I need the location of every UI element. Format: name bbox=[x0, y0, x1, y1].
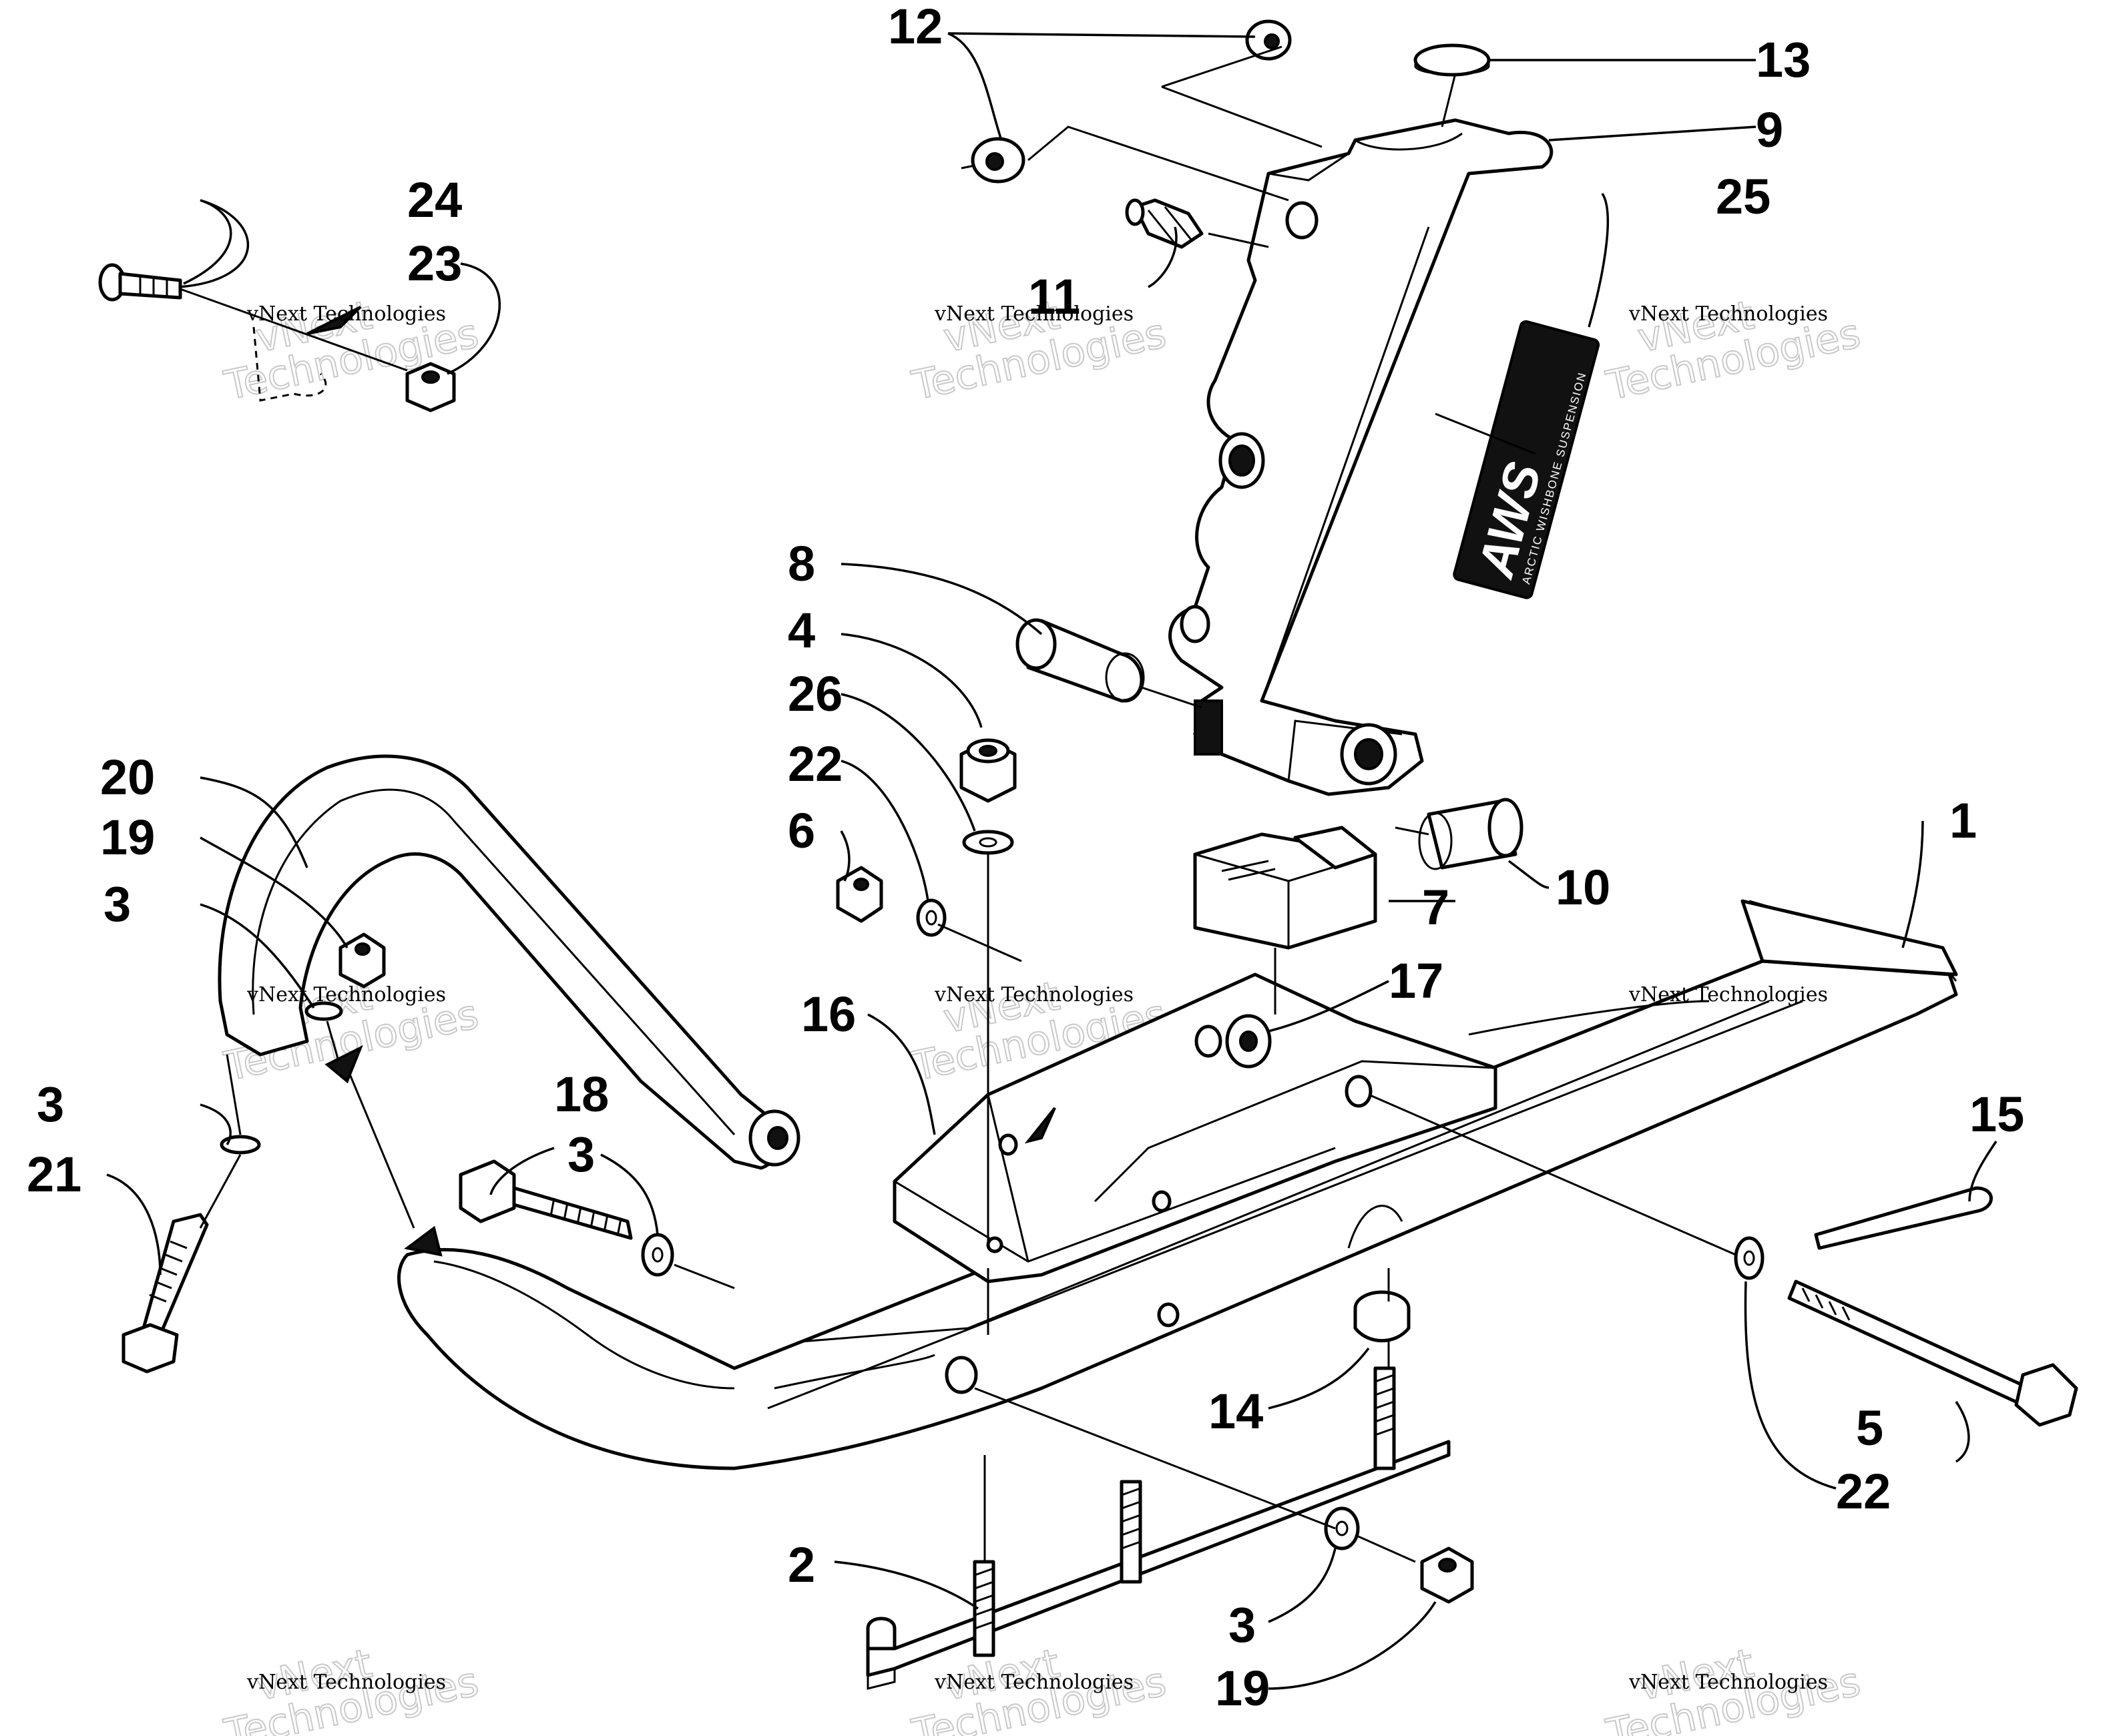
bushing-part-8 bbox=[1015, 618, 1145, 703]
callout-20: 20 bbox=[100, 750, 155, 805]
assembly-lines bbox=[199, 45, 1736, 1563]
watermark-text-group: vNext Technologies vNext Technologies vN… bbox=[246, 302, 1828, 1694]
bushing-part-12 bbox=[961, 19, 1292, 184]
nut-part-19 bbox=[338, 932, 1474, 1604]
callout-23: 23 bbox=[407, 236, 462, 291]
block-part-7 bbox=[1193, 826, 1377, 950]
watermark-text: vNext Technologies bbox=[1628, 983, 1828, 1006]
callout-11: 11 bbox=[1028, 269, 1080, 324]
callout-24: 24 bbox=[407, 172, 462, 228]
callout-10: 10 bbox=[1556, 860, 1610, 915]
callout-1: 1 bbox=[1949, 793, 1977, 848]
washer-part-22 bbox=[916, 898, 1764, 1280]
nut-part-4 bbox=[959, 738, 1017, 803]
bolt-part-5 bbox=[1787, 1279, 2078, 1427]
clip-sketch bbox=[252, 306, 362, 402]
callout-6: 6 bbox=[788, 803, 815, 858]
washer-part-17 bbox=[1225, 1014, 1272, 1069]
callout-2: 2 bbox=[788, 1537, 815, 1593]
bolt-part-18 bbox=[459, 1159, 633, 1240]
callout-18: 18 bbox=[554, 1067, 609, 1122]
bolt-part-21 bbox=[122, 1213, 209, 1374]
washer-part-3 bbox=[220, 1001, 1360, 1550]
callout-19: 19 bbox=[1215, 1661, 1270, 1716]
callout-labels: 1 2 3 3 3 3 4 5 6 7 8 9 10 11 12 13 14 1… bbox=[27, 0, 2024, 1716]
callout-17: 17 bbox=[1389, 953, 1443, 1008]
grease-fitting-part-11 bbox=[1125, 198, 1204, 249]
watermark-text: vNext Technologies bbox=[934, 983, 1134, 1006]
callout-3: 3 bbox=[1228, 1597, 1256, 1653]
callout-3: 3 bbox=[37, 1077, 64, 1132]
watermark-text: vNext Technologies bbox=[246, 983, 446, 1006]
bolt-part-24 bbox=[98, 263, 408, 372]
watermark-text: vNext Technologies bbox=[246, 1671, 446, 1694]
callout-8: 8 bbox=[788, 536, 815, 591]
callout-3: 3 bbox=[103, 876, 131, 932]
wear-bar-part-2 bbox=[866, 1366, 1451, 1690]
callout-9: 9 bbox=[1756, 102, 1783, 158]
callout-4: 4 bbox=[788, 603, 815, 658]
callout-5: 5 bbox=[1856, 1400, 1883, 1456]
decal-background bbox=[1453, 320, 1600, 599]
watermark-text: vNext Technologies bbox=[934, 1671, 1134, 1694]
callout-16: 16 bbox=[801, 986, 856, 1042]
callout-3: 3 bbox=[567, 1127, 595, 1182]
callout-7: 7 bbox=[1422, 880, 1449, 935]
spindle-part-9 bbox=[1168, 118, 1554, 796]
callout-26: 26 bbox=[788, 666, 843, 721]
callout-12: 12 bbox=[888, 0, 943, 54]
callout-22: 22 bbox=[788, 736, 843, 792]
saddle-part-16 bbox=[893, 972, 1497, 1283]
callout-14: 14 bbox=[1208, 1384, 1263, 1439]
callout-leaders bbox=[106, 32, 1997, 1690]
nut-part-23 bbox=[405, 362, 456, 412]
watermark-text: vNext Technologies bbox=[246, 302, 446, 326]
washer-part-26 bbox=[962, 830, 1014, 855]
watermark-text: vNext Technologies bbox=[934, 302, 1134, 326]
callout-19: 19 bbox=[100, 810, 155, 865]
spacer-part-14 bbox=[1353, 1290, 1411, 1343]
cotter-pin-part-15 bbox=[1814, 1186, 1993, 1250]
ski-loop-part-20 bbox=[218, 754, 800, 1170]
watermark-text: vNext Technologies bbox=[1628, 302, 1828, 326]
callout-15: 15 bbox=[1969, 1087, 2024, 1142]
aws-decal-part-25: AWS ARCTIC WISHBONE SUSPENSION bbox=[1453, 320, 1600, 599]
callout-25: 25 bbox=[1716, 169, 1771, 224]
watermark-text: vNext Technologies bbox=[1628, 1671, 1828, 1694]
cap-part-13 bbox=[1413, 43, 1491, 77]
nut-part-6 bbox=[836, 866, 883, 923]
bushing-part-10 bbox=[1418, 798, 1523, 870]
callout-22: 22 bbox=[1836, 1464, 1891, 1519]
callout-13: 13 bbox=[1756, 32, 1811, 87]
callout-21: 21 bbox=[27, 1147, 81, 1202]
